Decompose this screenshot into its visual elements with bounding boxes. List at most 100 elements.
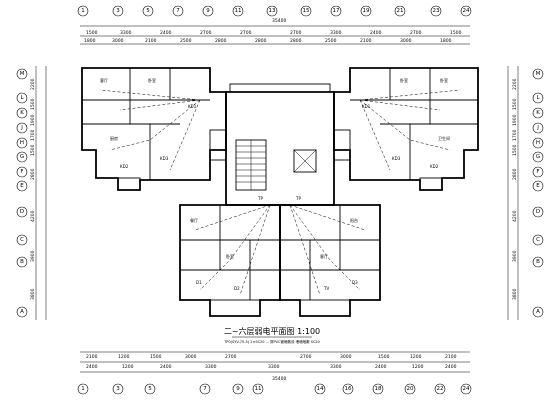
dim-label: 2500 xyxy=(325,38,337,44)
axis-label: 1 xyxy=(81,386,85,392)
room-labels: 客厅 卧室 卧室 厨房 卫生间 餐厅 阳台 卧室 客厅 卧室 xyxy=(100,77,450,259)
top-axis-bubbles: 1 3 5 7 9 11 13 15 17 19 21 23 24 xyxy=(77,5,472,17)
device-tags: KD1 KD2 KD3 KD1 KD2 KD3 D1 D2 D3 TP TP T… xyxy=(120,104,439,291)
top-total-dimension: 35400 xyxy=(272,18,286,24)
top-dim-row2: 1800 3000 2100 2500 2800 2800 2800 2500 … xyxy=(84,38,452,44)
dim-label: 3000 xyxy=(340,354,352,360)
dim-label: 2500 xyxy=(180,38,192,44)
dim-label: 1500 xyxy=(512,144,518,156)
dim-label: 2700 xyxy=(300,354,312,360)
room-label: 客厅 xyxy=(320,253,328,259)
axis-label: L xyxy=(20,95,24,101)
dim-label: 2400 xyxy=(445,364,457,370)
dim-label: 3900 xyxy=(512,250,518,262)
dim-label: 2700 xyxy=(240,30,252,36)
axis-label: F xyxy=(536,169,539,175)
axis-label: 9 xyxy=(236,386,240,392)
dim-label: 1500 xyxy=(512,98,518,110)
dim-label: 3800 xyxy=(512,288,518,300)
axis-label: M xyxy=(536,71,541,77)
axis-label: 3 xyxy=(116,8,120,14)
dim-label: 1500 xyxy=(86,30,98,36)
axis-label: E xyxy=(536,183,540,189)
axis-label: 7 xyxy=(176,8,180,14)
interior-partitions xyxy=(82,68,478,317)
device-tag: KD2 xyxy=(430,164,439,169)
dim-label: 3000 xyxy=(400,38,412,44)
axis-label: 11 xyxy=(235,8,242,14)
device-tag: KD1 xyxy=(362,104,371,109)
top-dim-row1: 1500 3300 2400 2700 2700 2700 3300 2400 … xyxy=(86,30,462,36)
device-tag: D1 xyxy=(196,280,202,285)
dim-label: 2800 xyxy=(215,38,227,44)
axis-label: 17 xyxy=(333,8,340,14)
room-label: 卧室 xyxy=(226,253,234,259)
axis-label: L xyxy=(536,95,540,101)
dim-label: 2700 xyxy=(410,30,422,36)
axis-label: 11 xyxy=(255,386,262,392)
axis-label: 5 xyxy=(148,386,152,392)
dim-label: 2800 xyxy=(30,168,36,180)
axis-label: 15 xyxy=(303,8,310,14)
device-tag: TP xyxy=(295,196,301,201)
dim-label: 1500 xyxy=(378,354,390,360)
dim-label: 1900 xyxy=(512,114,518,126)
axis-label: J xyxy=(536,125,539,131)
axis-label: E xyxy=(20,183,24,189)
dim-label: 2100 xyxy=(360,38,372,44)
room-label: 阳台 xyxy=(350,217,358,223)
axis-label: B xyxy=(536,259,540,265)
bottom-dimension-lines xyxy=(80,351,470,373)
axis-label: B xyxy=(20,259,24,265)
dim-label: 1200 xyxy=(410,354,422,360)
dim-label: 2800 xyxy=(255,38,267,44)
right-dim-col: 2200 1500 1900 1700 1500 2800 4200 3900 … xyxy=(512,78,518,300)
dim-label: 1500 xyxy=(30,98,36,110)
device-tag: KD3 xyxy=(392,156,401,161)
left-dimension-lines xyxy=(35,66,47,320)
dim-label: 1700 xyxy=(30,129,36,141)
axis-label: 13 xyxy=(269,8,276,14)
device-tag: KD2 xyxy=(120,164,129,169)
axis-label: H xyxy=(20,140,24,146)
axis-label: 16 xyxy=(345,386,352,392)
room-label: 卧室 xyxy=(440,77,448,83)
dim-label: 3300 xyxy=(330,364,342,370)
axis-label: 19 xyxy=(363,8,370,14)
axis-label: H xyxy=(536,140,540,146)
axis-label: G xyxy=(20,154,24,160)
top-dimension-lines xyxy=(80,25,470,45)
axis-label: 18 xyxy=(375,386,382,392)
dim-label: 2800 xyxy=(290,38,302,44)
axis-label: 1 xyxy=(81,8,85,14)
dim-label: 1800 xyxy=(440,38,452,44)
dim-label: 3000 xyxy=(112,38,124,44)
axis-label: 23 xyxy=(433,8,440,14)
axis-label: D xyxy=(20,209,24,215)
dim-label: 1500 xyxy=(450,30,462,36)
dim-label: 2400 xyxy=(375,364,387,370)
dim-label: 1200 xyxy=(118,354,130,360)
dim-label: 2200 xyxy=(512,78,518,90)
dim-label: 3000 xyxy=(185,354,197,360)
dim-label: 2100 xyxy=(86,354,98,360)
device-tag: KD1 xyxy=(188,104,197,109)
dim-label: 1500 xyxy=(30,144,36,156)
device-tag: TP xyxy=(257,196,263,201)
dim-label: 2100 xyxy=(445,354,457,360)
axis-label: 22 xyxy=(437,386,444,392)
dim-label: 2200 xyxy=(30,78,36,90)
dim-label: 1500 xyxy=(150,354,162,360)
device-tag: KD3 xyxy=(160,156,169,161)
dim-label: 4200 xyxy=(30,210,36,222)
dim-label: 4200 xyxy=(512,210,518,222)
left-dim-col: 2200 1500 1900 1700 1500 2800 4200 3900 … xyxy=(30,78,36,300)
axis-label: 14 xyxy=(317,386,324,392)
dim-label: 1900 xyxy=(30,114,36,126)
right-dimension-lines xyxy=(507,66,519,320)
bottom-dim-row2: 2400 1200 2400 3300 3300 3300 2400 1200 … xyxy=(86,364,457,370)
room-label: 餐厅 xyxy=(190,217,198,223)
dim-label: 2700 xyxy=(200,30,212,36)
dim-label: 3900 xyxy=(30,250,36,262)
